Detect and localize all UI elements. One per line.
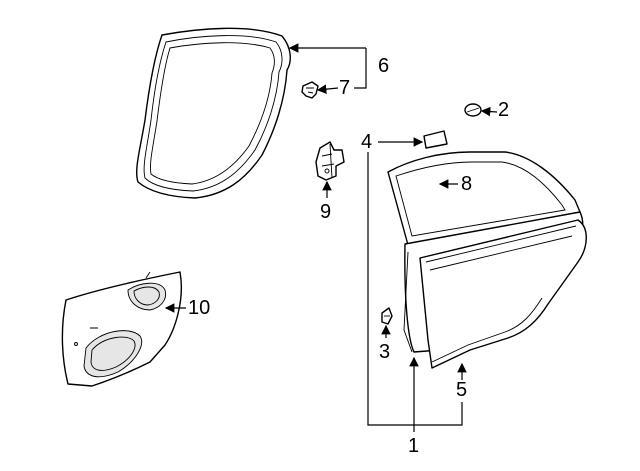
callout-2: 2 [498, 99, 510, 121]
callout-3: 3 [379, 341, 391, 363]
weatherstrip-seal-part [136, 27, 291, 199]
callout-8: 8 [461, 173, 473, 195]
callout-4: 4 [361, 131, 373, 153]
callout-5: 5 [456, 379, 468, 401]
callout-9: 9 [320, 201, 332, 223]
plug-part-2 [464, 103, 482, 117]
callout-7: 7 [339, 77, 351, 99]
hinge-part-9 [315, 141, 345, 181]
clip-part-3 [381, 307, 393, 325]
door-trim-part-10 [61, 271, 182, 387]
leader-lines [164, 43, 498, 432]
door-outer-panel-part [419, 219, 587, 369]
pad-part-4 [423, 130, 448, 149]
callout-6: 6 [378, 55, 390, 77]
clip-part-7 [301, 81, 319, 99]
callout-10: 10 [188, 297, 211, 319]
callout-1: 1 [408, 435, 420, 457]
